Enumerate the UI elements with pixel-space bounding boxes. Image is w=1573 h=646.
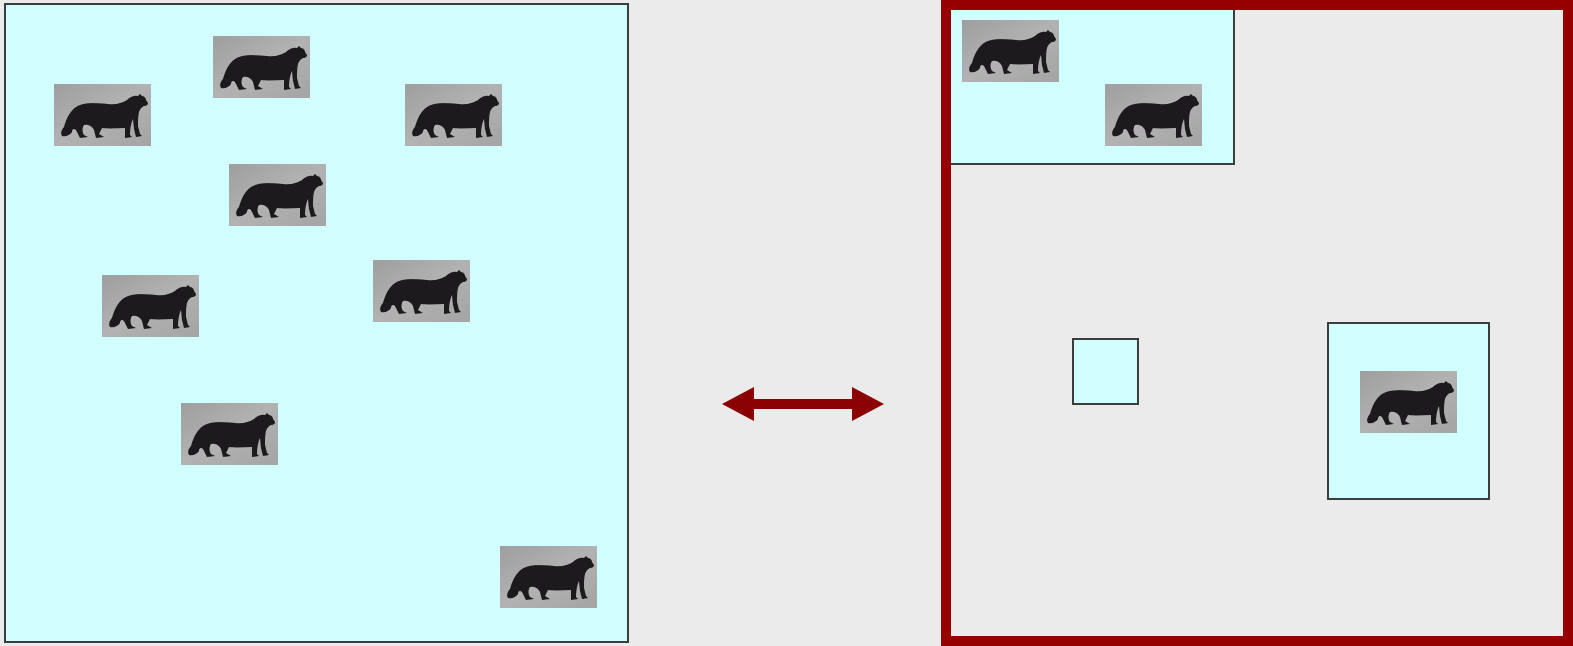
panther-icon: [500, 546, 597, 608]
panther-icon: [229, 164, 326, 226]
empty-small-subregion: [1072, 338, 1139, 405]
panther-icon: [373, 260, 470, 322]
double-headed-arrow-icon: [722, 384, 884, 424]
panther-icon: [54, 84, 151, 146]
panther-icon: [181, 403, 278, 465]
panther-icon: [405, 84, 502, 146]
panther-icon: [213, 36, 310, 98]
panther-icon: [102, 275, 199, 337]
left-panel: [4, 3, 629, 643]
bottom-right-subregion: [1327, 322, 1490, 500]
highlight-frame: [941, 0, 1573, 646]
